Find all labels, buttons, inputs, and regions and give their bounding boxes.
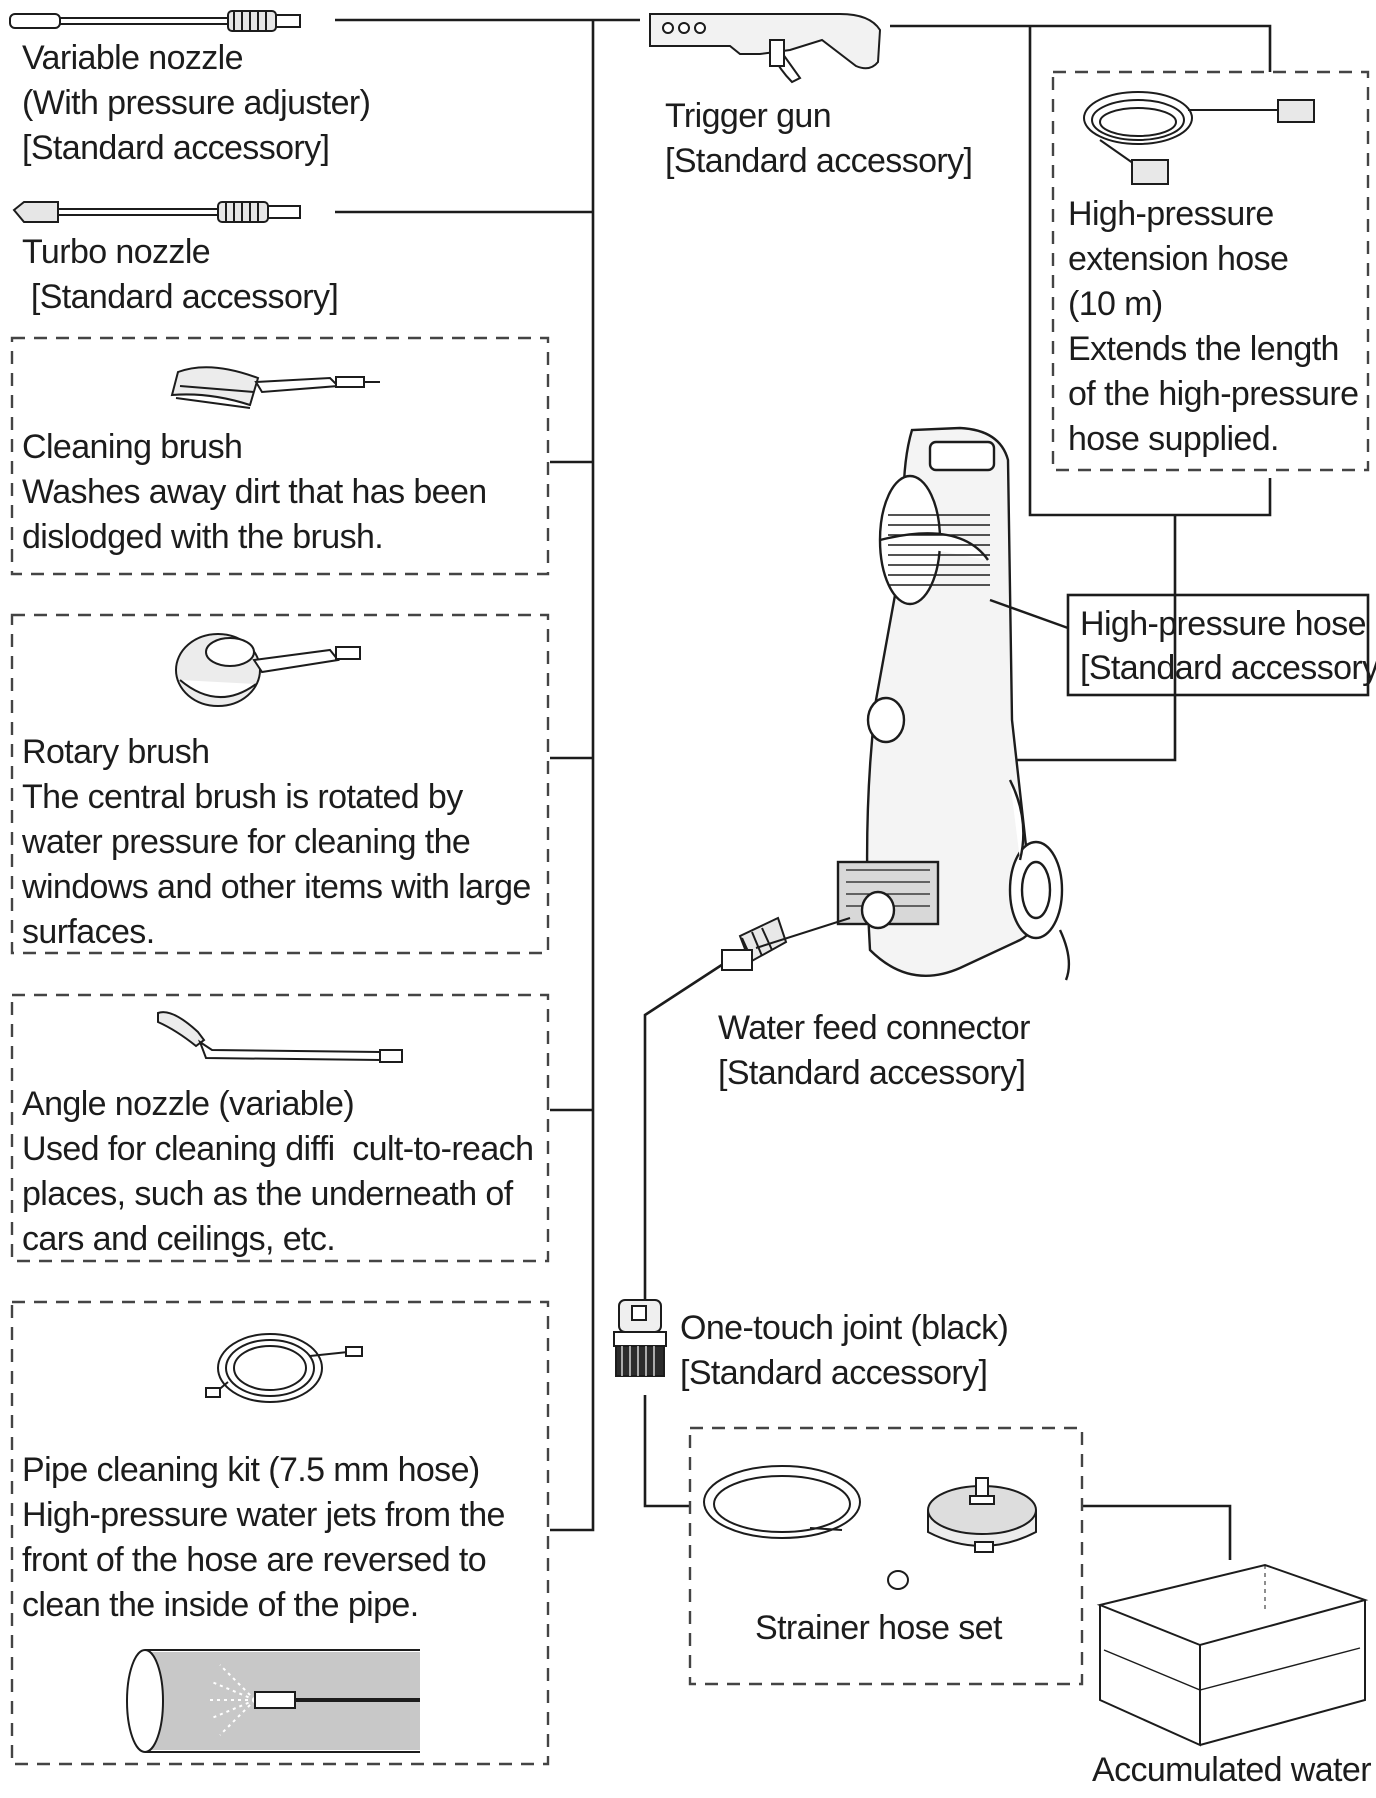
water-tank-icon bbox=[1096, 1563, 1369, 1747]
label-line: surfaces. bbox=[22, 913, 155, 951]
label-line: [Standard accessory] bbox=[1080, 649, 1376, 687]
label-line: Rotary brush bbox=[22, 733, 210, 771]
label-line: Trigger gun bbox=[665, 97, 832, 135]
extension-hose-icon bbox=[1083, 91, 1315, 185]
label-line: front of the hose are reversed to bbox=[22, 1541, 487, 1579]
connector-lines bbox=[335, 18, 1272, 1560]
rotary-brush-icon bbox=[175, 633, 361, 707]
label-line: High-pressure bbox=[1068, 195, 1274, 233]
label-line: Turbo nozzle bbox=[22, 233, 211, 271]
label-line: Angle nozzle (variable) bbox=[22, 1085, 355, 1123]
label-line: [Standard accessory] bbox=[22, 129, 330, 167]
dashed-boxes bbox=[10, 70, 1370, 1766]
water-feed-connector-icon bbox=[721, 916, 851, 971]
label-line: One-touch joint (black) bbox=[680, 1309, 1009, 1347]
strainer-hose-set-label: Strainer hose set bbox=[755, 1609, 1002, 1647]
label-line: Cleaning brush bbox=[22, 428, 243, 466]
accumulated-water-label: Accumulated water bbox=[1092, 1751, 1372, 1789]
extension-hose-label: High-pressure extension hose (10 m) Exte… bbox=[1068, 192, 1359, 462]
label-line: The central brush is rotated by bbox=[22, 778, 463, 816]
label-line: hose supplied. bbox=[1068, 420, 1279, 458]
turbo-nozzle-icon bbox=[12, 201, 301, 223]
label-line: water pressure for cleaning the bbox=[22, 823, 471, 861]
turbo-nozzle-label: Turbo nozzle [Standard accessory] bbox=[22, 230, 339, 320]
high-pressure-hose-label-box bbox=[1066, 593, 1370, 697]
angle-nozzle-icon bbox=[157, 1011, 403, 1063]
one-touch-joint-icon bbox=[613, 1299, 667, 1377]
trigger-gun-label: Trigger gun [Standard accessory] bbox=[665, 94, 973, 184]
rotary-brush-label: Rotary brush The central brush is rotate… bbox=[22, 730, 531, 955]
strainer-hose-icon bbox=[703, 1465, 909, 1590]
label-line: Extends the length bbox=[1068, 330, 1339, 368]
high-pressure-hose-label: High-pressure hose [Standard accessory] bbox=[1080, 602, 1376, 690]
variable-nozzle-icon bbox=[9, 10, 301, 32]
cleaning-brush-icon bbox=[170, 366, 380, 409]
label-line: High-pressure hose bbox=[1080, 605, 1367, 643]
label-line: (With pressure adjuster) bbox=[22, 84, 371, 122]
strainer-filter-icon bbox=[927, 1477, 1037, 1553]
label-line: Pipe cleaning kit (7.5 mm hose) bbox=[22, 1451, 480, 1489]
water-feed-connector-label: Water feed connector [Standard accessory… bbox=[718, 1006, 1030, 1096]
pipe-hose-coil-icon bbox=[205, 1333, 363, 1403]
label-line: [Standard accessory] bbox=[665, 142, 973, 180]
label-line: places, such as the underneath of bbox=[22, 1175, 513, 1213]
label-line: [Standard accessory] bbox=[22, 278, 339, 316]
one-touch-joint-label: One-touch joint (black) [Standard access… bbox=[680, 1306, 1009, 1396]
label-line: extension hose bbox=[1068, 240, 1289, 278]
label-line: High-pressure water jets from the bbox=[22, 1496, 505, 1534]
label-line: dislodged with the brush. bbox=[22, 518, 384, 556]
label-line: [Standard accessory] bbox=[718, 1054, 1026, 1092]
label-line: of the high-pressure bbox=[1068, 375, 1359, 413]
label-line: (10 m) bbox=[1068, 285, 1163, 323]
pipe-cleaning-kit-label: Pipe cleaning kit (7.5 mm hose) High-pre… bbox=[22, 1448, 505, 1628]
variable-nozzle-label: Variable nozzle (With pressure adjuster)… bbox=[22, 36, 371, 171]
label-line: cars and ceilings, etc. bbox=[22, 1220, 336, 1258]
label-line: Water feed connector bbox=[718, 1009, 1030, 1047]
label-line: Variable nozzle bbox=[22, 39, 244, 77]
trigger-gun-icon bbox=[649, 13, 882, 84]
label-line: windows and other items with large bbox=[22, 868, 531, 906]
pressure-washer-unit bbox=[836, 426, 1071, 981]
label-line: [Standard accessory] bbox=[680, 1354, 988, 1392]
cleaning-brush-label: Cleaning brush Washes away dirt that has… bbox=[22, 425, 487, 560]
angle-nozzle-label: Angle nozzle (variable) Used for cleanin… bbox=[22, 1082, 534, 1262]
pipe-cleaning-illustration bbox=[126, 1649, 420, 1753]
label-line: clean the inside of the pipe. bbox=[22, 1586, 419, 1624]
label-line: Washes away dirt that has been bbox=[22, 473, 487, 511]
label-line: Used for cleaning diffi cult-to-reach bbox=[22, 1130, 534, 1168]
